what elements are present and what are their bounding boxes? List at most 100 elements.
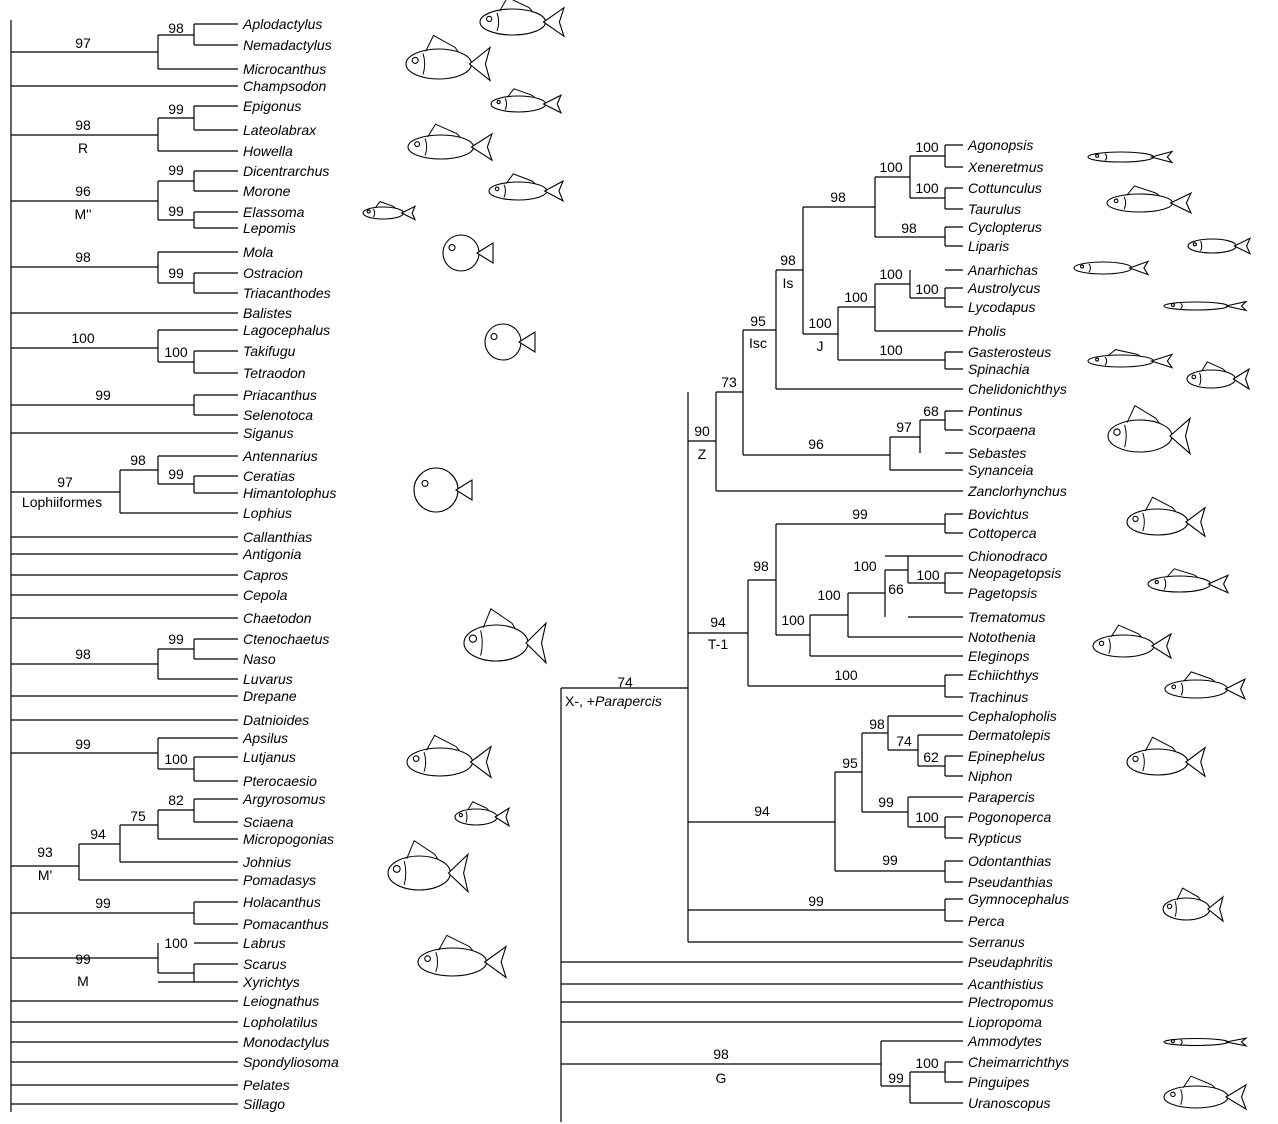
- fish-tetraodon: [484, 323, 536, 361]
- support-value: 100: [71, 330, 95, 346]
- support-value: 99: [852, 506, 868, 522]
- taxon-label: Ctenochaetus: [243, 631, 329, 647]
- support-value: 100: [879, 342, 903, 358]
- taxon-label: Monodactylus: [243, 1034, 329, 1050]
- taxon-label: Howella: [243, 143, 293, 159]
- taxon-label: Naso: [243, 651, 276, 667]
- support-value: 99: [888, 1070, 904, 1086]
- support-value: 100: [844, 289, 868, 305]
- clade-name: Lophiiformes: [22, 494, 102, 510]
- clade-name: Isc: [749, 335, 767, 351]
- taxon-label: Ammodytes: [967, 1033, 1042, 1049]
- clade-name: T-1: [708, 636, 728, 652]
- taxon-label: Sciaena: [243, 814, 294, 830]
- taxon-label: Uranoscopus: [968, 1095, 1051, 1111]
- support-value: 62: [923, 749, 939, 765]
- taxon-label: Elassoma: [243, 204, 305, 220]
- taxon-label: Liparis: [968, 238, 1009, 254]
- support-value: 97: [57, 474, 73, 490]
- support-value: 100: [853, 558, 877, 574]
- fish-notothenia: [1092, 624, 1173, 660]
- clade-name: M': [38, 867, 52, 883]
- taxon-label: Lepomis: [243, 220, 296, 236]
- support-value: 94: [754, 803, 770, 819]
- taxon-label: Dermatolepis: [968, 727, 1050, 743]
- taxon-label: Plectropomus: [968, 994, 1054, 1010]
- taxon-label: Holacanthus: [243, 894, 321, 910]
- fish-naso: [463, 608, 547, 665]
- taxon-labels: AplodactylusNemadactylusMicrocanthusCham…: [242, 16, 1069, 1112]
- taxon-label: Agonopsis: [967, 137, 1033, 153]
- taxon-label: Cottunculus: [968, 180, 1042, 196]
- fish-mola: [442, 234, 494, 272]
- taxon-label: Acanthistius: [967, 976, 1043, 992]
- support-value: 98: [780, 252, 796, 268]
- support-value: 74: [617, 674, 633, 690]
- taxon-label: Lutjanus: [243, 749, 296, 765]
- fish-epinephelus: [1126, 736, 1207, 778]
- taxon-label: Trachinus: [968, 689, 1028, 705]
- support-value: 75: [130, 808, 146, 824]
- support-value: 73: [721, 374, 737, 390]
- clade-name-x-taxon: Parapercis: [595, 693, 662, 709]
- taxon-label: Neopagetopsis: [968, 565, 1061, 581]
- taxon-label: Pterocaesio: [243, 773, 317, 789]
- fish-agonid: [1087, 150, 1174, 164]
- support-value: 90: [694, 423, 710, 439]
- taxon-label: Scorpaena: [968, 422, 1036, 438]
- support-value: 100: [817, 587, 841, 603]
- taxon-label: Chelidonichthys: [968, 381, 1067, 397]
- support-value: 100: [781, 612, 805, 628]
- fish-bovichtus: [1126, 496, 1207, 538]
- taxon-label: Microcanthus: [243, 61, 326, 77]
- taxon-label: Epigonus: [243, 98, 301, 114]
- taxon-label: Liopropoma: [968, 1014, 1042, 1030]
- taxon-label: Anarhichas: [967, 262, 1038, 278]
- taxon-label: Cephalopholis: [968, 708, 1057, 724]
- fish-anarhichas: [1073, 260, 1150, 276]
- fish-lophius: [413, 467, 473, 513]
- support-value: 97: [75, 35, 91, 51]
- taxon-label: Himantolophus: [243, 485, 336, 501]
- support-value: 99: [168, 203, 184, 219]
- taxon-label: Triacanthodes: [243, 285, 331, 301]
- support-value: 68: [923, 403, 939, 419]
- support-value: 99: [808, 893, 824, 909]
- support-value: 93: [37, 844, 53, 860]
- taxon-label: Pelates: [243, 1077, 290, 1093]
- taxon-label: Echiichthys: [968, 667, 1039, 683]
- support-value: 100: [915, 180, 939, 196]
- support-value: 99: [75, 736, 91, 752]
- support-value: 95: [750, 313, 766, 329]
- taxon-label: Leiognathus: [243, 993, 319, 1009]
- support-value: 98: [753, 558, 769, 574]
- taxon-label: Zanclorhynchus: [967, 483, 1067, 499]
- fish-uranoscopus: [1163, 1075, 1248, 1111]
- taxon-label: Pogonoperca: [968, 809, 1052, 825]
- taxon-label: Xeneretmus: [967, 159, 1043, 175]
- taxon-label: Lateolabrax: [243, 122, 317, 138]
- taxon-label: Labrus: [243, 935, 286, 951]
- taxon-label: Pinguipes: [968, 1074, 1030, 1090]
- taxon-label: Cepola: [243, 587, 288, 603]
- taxon-label: Tetraodon: [243, 365, 306, 381]
- support-value: 99: [75, 951, 91, 967]
- support-value: 100: [808, 315, 832, 331]
- taxon-label: Rypticus: [968, 830, 1022, 846]
- taxon-label: Morone: [243, 183, 291, 199]
- support-value: 98: [75, 646, 91, 662]
- taxon-label: Sillago: [243, 1096, 285, 1112]
- taxon-label: Balistes: [243, 305, 292, 321]
- taxon-label: Odontanthias: [968, 853, 1051, 869]
- taxon-label: Argyrosomus: [242, 791, 325, 807]
- fish-illustrations: [362, 0, 1252, 1111]
- taxon-label: Apsilus: [242, 730, 288, 746]
- support-value: 96: [808, 436, 824, 452]
- taxon-label: Serranus: [968, 934, 1025, 950]
- taxon-label: Spondyliosoma: [243, 1054, 339, 1070]
- taxon-label: Lagocephalus: [243, 322, 330, 338]
- taxon-label: Pseudanthias: [968, 874, 1053, 890]
- taxon-label: Taurulus: [968, 201, 1021, 217]
- fish-icefish: [1147, 568, 1230, 594]
- taxon-label: Pagetopsis: [968, 585, 1037, 601]
